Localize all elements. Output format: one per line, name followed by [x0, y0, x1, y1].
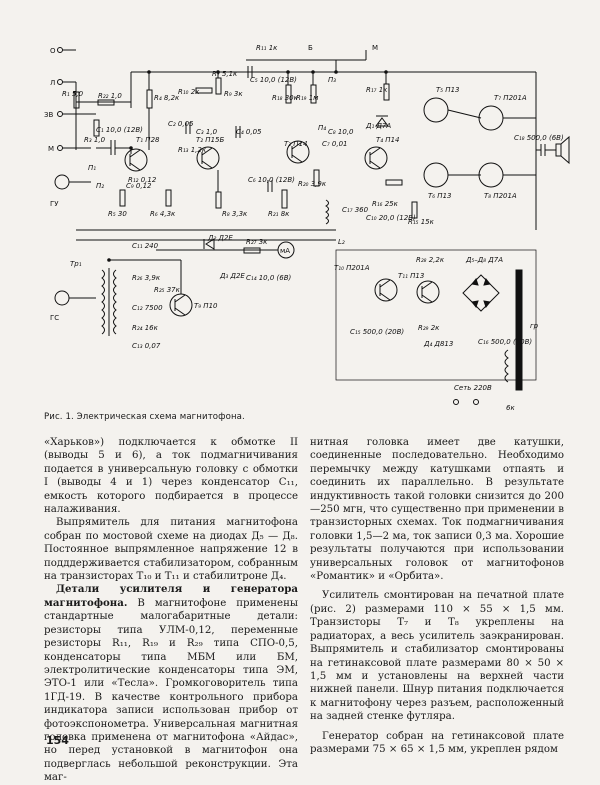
r7-label: R₇ 5,1к [212, 70, 238, 78]
c9-label: C₉ 0,12 [126, 182, 152, 190]
gu-label: ГУ [50, 200, 59, 208]
r5-label: R₅ 30 [108, 210, 127, 218]
ma-label: мА [280, 247, 290, 255]
left-paragraph-1: «Харьков») подключается к обмотке II (вы… [44, 437, 298, 516]
t8-label: T₈ П201А [484, 192, 517, 200]
r24-label: R₂₄ 16к [132, 324, 159, 332]
c13-label: C₁₃ 0,07 [132, 342, 161, 350]
terminal-m-label: М [48, 145, 54, 153]
c5-label: C₅ 10,0 (12В) [250, 76, 297, 84]
t6-label: T₆ П13 [428, 192, 451, 200]
terminal-b-label: Б [308, 44, 313, 52]
right-column: нитная головка имеет две катушки, соедин… [310, 436, 564, 756]
r17-label: R₁₇ 1к [366, 86, 388, 94]
seti-label: Сеть 220В [454, 384, 492, 392]
c10-label: C₁₀ 20,0 (12В) [366, 214, 416, 222]
r21-label: R₂₁ 8к [268, 210, 290, 218]
r1-label: R₁ 5,0 [62, 90, 84, 98]
c16-label: C₁₆ 500,0 (20В) [478, 338, 532, 346]
c8-label: C₈ 10,0 [328, 128, 354, 136]
left-paragraph-2: Выпрямитель для питания магнитофона собр… [44, 517, 298, 583]
r16-label: R₁₆ 25к [372, 200, 399, 208]
rg-label: гр [530, 322, 539, 330]
book-page: О Л ЗВ М R₁ 5,0 R₃ 1,0 R₂₂ 1,0 C₁ 10,0 (… [44, 44, 570, 783]
c7-label: C₇ 0,01 [322, 140, 348, 148]
page-number: 154 [46, 734, 69, 747]
c4-label: C₄ 0,05 [236, 128, 262, 136]
t1-label: T₁ П28 [136, 136, 160, 144]
right-paragraph-3: Генератор собран на гетинаксовой плате р… [310, 730, 564, 755]
v6k-label: 6к [506, 404, 515, 410]
recording-head-icon [54, 174, 70, 190]
r19-label: R₁₉ 1м [296, 94, 319, 102]
t4-label: T₄ П14 [376, 136, 399, 144]
left-column: «Харьков») подключается к обмотке II (вы… [44, 436, 298, 785]
r6-label: R₆ 4,3к [150, 210, 176, 218]
r11-label: R₁₁ 1к [256, 44, 278, 52]
r4-label: R₄ 8,2к [154, 94, 180, 102]
figure-caption: Рис. 1. Электрическая схема магнитофона. [44, 412, 245, 422]
t7-label: T₇ П201А [494, 94, 527, 102]
c2-label: C₂ 0,05 [168, 120, 194, 128]
right-paragraph-2: Усилитель смонтирован на печатной плате … [310, 590, 564, 723]
r3-label: R₃ 1,0 [84, 136, 106, 144]
d1-label: Д₁ Д7А [365, 122, 391, 130]
p1-label: П₁ [88, 164, 96, 172]
c6-label: C₆ 10,0 (12В) [248, 176, 295, 184]
r10-label: R₁₀ 2к [178, 88, 200, 96]
terminal-o-label: О [50, 47, 56, 55]
left-paragraph-3: В магнитофоне применены стандартные мало… [44, 597, 298, 784]
r15-label: R₁₅ 15к [408, 218, 435, 226]
r27-label: R₂₇ 3к [246, 238, 268, 246]
r12-label: R₁₂ 0,12 [128, 176, 157, 184]
terminal-m2-label: М [372, 44, 378, 52]
d2-label: Д₂ Д2Е [207, 234, 233, 242]
c15-label: C₁₅ 500,0 (20В) [350, 328, 404, 336]
c17-label: C₁₇ 360 [342, 206, 369, 214]
r20-label: R₂₀ 3,9к [298, 180, 327, 188]
p3-label: П₃ [328, 76, 336, 84]
d3-label: Д₃ Д2Е [219, 272, 245, 280]
t2-label: T₂ П15Б [196, 136, 224, 144]
c12-label: C₁₂ 7500 [132, 304, 163, 312]
terminal-3v-label: ЗВ [44, 111, 53, 119]
r13-label: R₁₃ 1,2к [178, 146, 207, 154]
right-paragraph-1: нитная головка имеет две катушки, соедин… [310, 437, 564, 583]
terminal-l-label: Л [50, 79, 55, 87]
c14-label: C₁₄ 10,0 (6В) [246, 274, 292, 282]
p4-label: П₄ [318, 124, 326, 132]
t10-label: T₁₀ П201А [334, 264, 370, 272]
r28-label: R₂₈ 2,2к [416, 256, 445, 264]
loudspeaker-icon [555, 143, 562, 157]
t11-label: T₁₁ П13 [398, 272, 424, 280]
t5-label: T₅ П13 [436, 86, 459, 94]
c3-label: C₃ 1,0 [196, 128, 218, 136]
r29-label: R₂₉ 2к [418, 324, 440, 332]
gs-label: ГС [50, 314, 59, 322]
r8-label: R₈ 3,3к [222, 210, 248, 218]
c11-label: C₁₁ 240 [132, 242, 159, 250]
t3-label: T₃ П14 [284, 140, 307, 148]
circuit-schematic: О Л ЗВ М R₁ 5,0 R₃ 1,0 R₂₂ 1,0 C₁ 10,0 (… [44, 44, 570, 410]
r9-label: R₉ 3к [224, 90, 243, 98]
l2-label: L₂ [338, 238, 345, 246]
p2-label: П₂ [96, 182, 104, 190]
transformer-core-icon [515, 269, 523, 391]
c1-label: C₁ 10,0 (12В) [96, 126, 143, 134]
d5d8-label: Д₅–Д₈ Д7А [465, 256, 503, 264]
r25-label: R₂₅ 37к [154, 286, 181, 294]
r26-label: R₂₆ 3,9к [132, 274, 161, 282]
tr1-label: Тр₁ [70, 260, 82, 268]
t9-label: T₉ П10 [194, 302, 218, 310]
r18-label: R₁₈ 30к [272, 94, 299, 102]
loudspeaker-cone-icon [560, 135, 570, 165]
erase-head-icon [54, 290, 70, 306]
c18-label: C₁₈ 500,0 (6В) [514, 134, 564, 142]
r22-label: R₂₂ 1,0 [98, 92, 122, 100]
left-section-heading: Детали усилителя и генератора магнитофон… [44, 583, 298, 609]
d4-label: Д₄ Д813 [423, 340, 453, 348]
